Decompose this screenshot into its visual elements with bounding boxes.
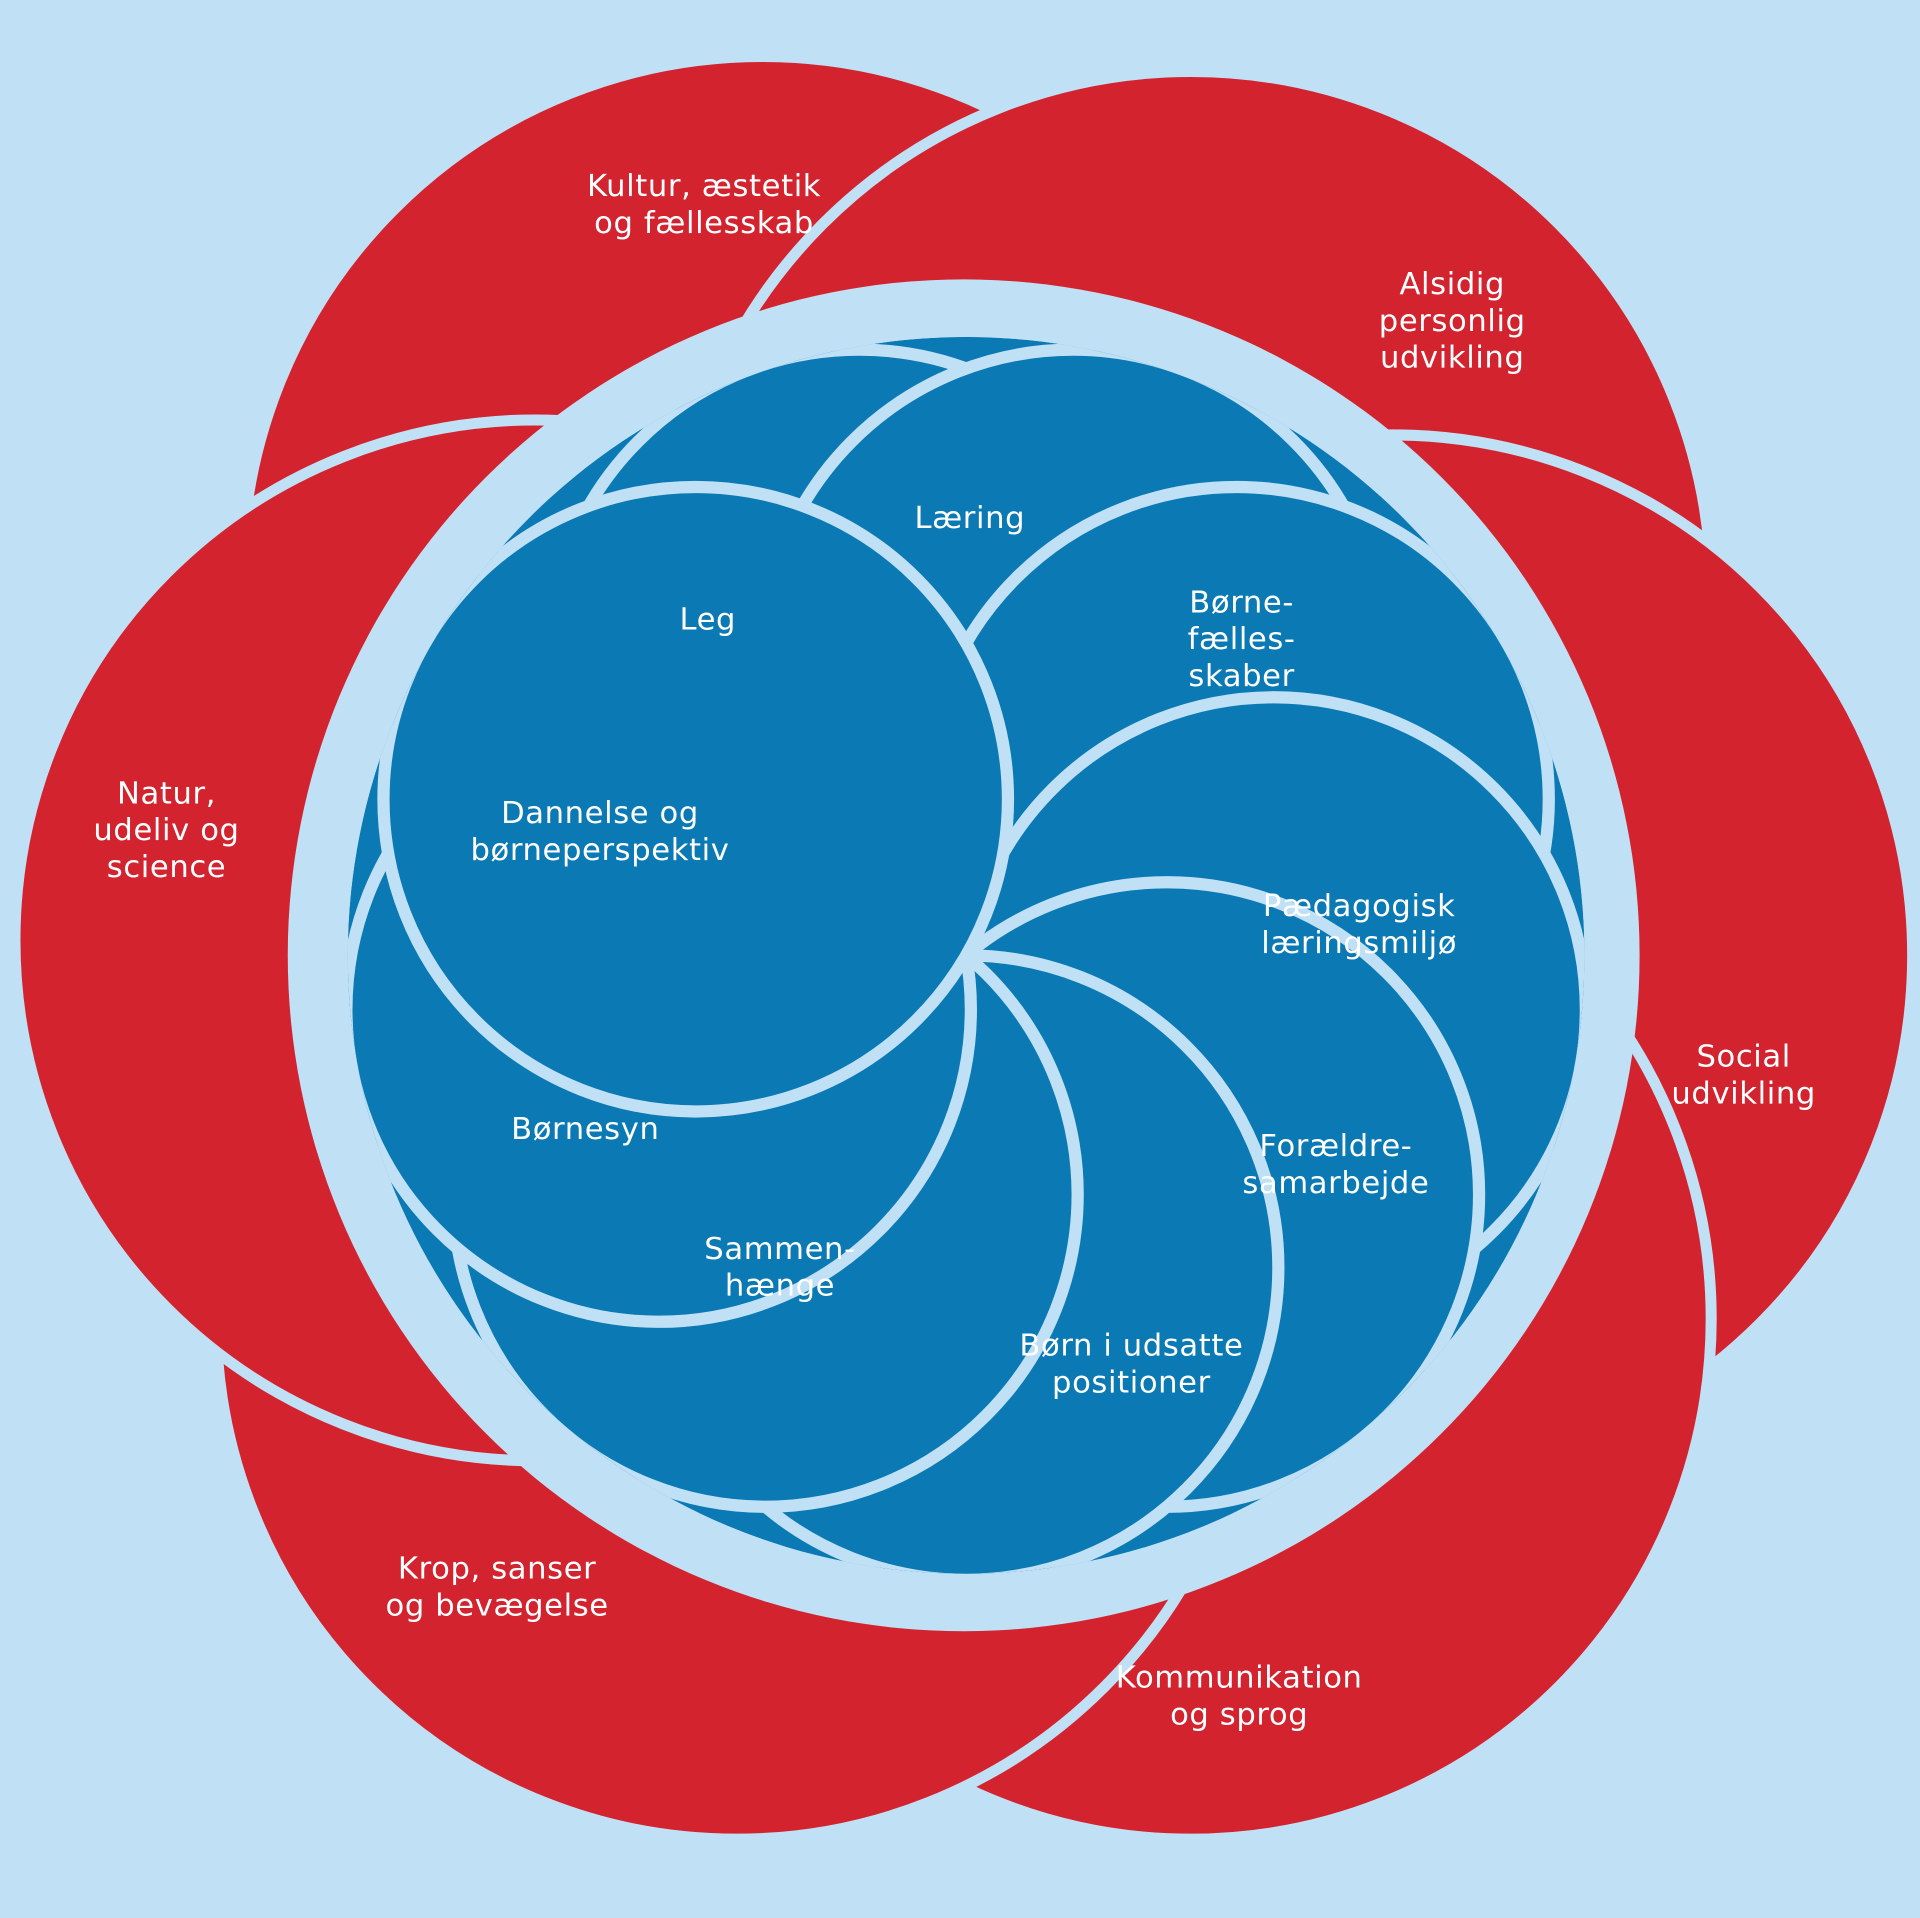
inner-label-bornefaellesskaber: Børne-fælles-skaber <box>1188 585 1296 693</box>
inner-label-sammenhaenge: Sammen-hænge <box>704 1232 855 1304</box>
inner-petal <box>377 480 1015 1118</box>
inner-petals <box>347 336 1585 1574</box>
inner-label-bornesyn: Børnesyn <box>511 1112 659 1147</box>
inner-label-laering: Læring <box>914 501 1025 536</box>
inner-label-leg: Leg <box>679 603 736 638</box>
inner-label-foraeldre: Forældre-samarbejde <box>1242 1129 1429 1201</box>
